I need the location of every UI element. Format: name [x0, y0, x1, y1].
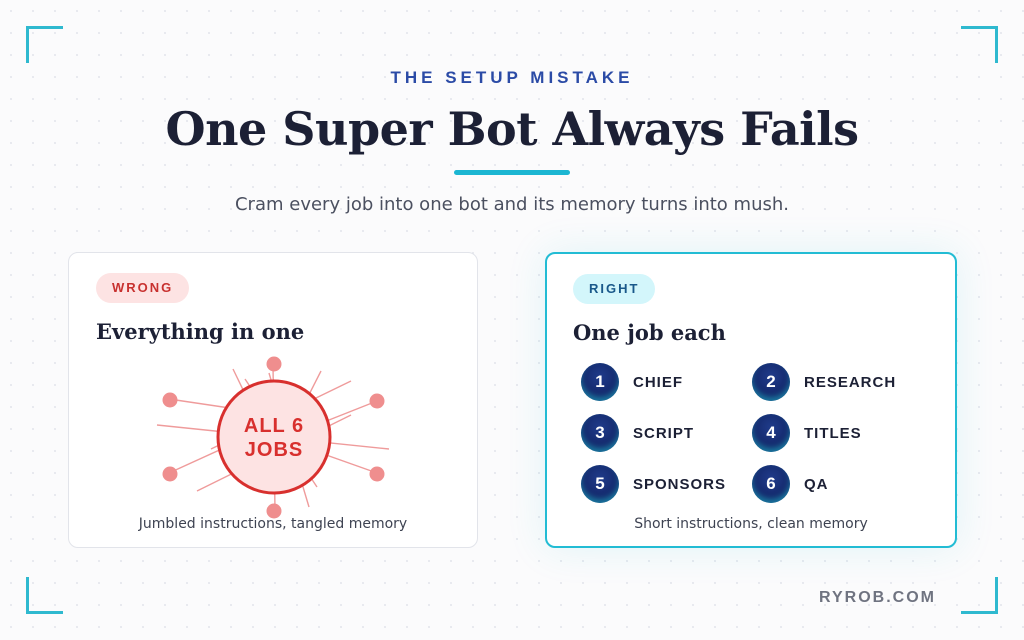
all-jobs-hub [216, 379, 332, 495]
hub-label-line2: JOBS [245, 439, 303, 461]
tangle-node [266, 356, 282, 372]
job-number-badge: 1 [581, 363, 619, 401]
job-number-badge: 6 [752, 465, 790, 503]
job-number-badge: 3 [581, 414, 619, 452]
job-number-badge: 5 [581, 465, 619, 503]
corner-bracket-bottom-left [26, 577, 63, 614]
job-label: RESEARCH [804, 373, 897, 391]
job-number-badge: 4 [752, 414, 790, 452]
tangle-node [369, 393, 385, 409]
eyebrow-label: THE SETUP MISTAKE [390, 68, 634, 87]
tangle-node [369, 466, 385, 482]
wrong-caption: Jumbled instructions, tangled memory [138, 516, 408, 532]
tangle-node [162, 466, 178, 482]
tangle-node [162, 392, 178, 408]
job-label: CHIEF [633, 373, 683, 391]
job-label: TITLES [804, 424, 862, 442]
right-card-heading: One job each [573, 320, 726, 345]
job-item-script: 3 SCRIPT [581, 414, 694, 452]
job-item-qa: 6 QA [752, 465, 829, 503]
hub-label-line1: ALL 6 [244, 415, 304, 437]
job-label: SCRIPT [633, 424, 695, 442]
job-item-titles: 4 TITLES [752, 414, 862, 452]
corner-bracket-top-left [26, 26, 63, 63]
tangled-diagram: ALL 6 JOBS [156, 356, 390, 519]
tangle-node [266, 503, 282, 519]
page-title: One Super Bot Always Fails [165, 102, 859, 156]
wrong-badge: WRONG [96, 273, 190, 303]
job-number-badge: 2 [752, 363, 790, 401]
job-label: QA [804, 475, 829, 493]
corner-bracket-top-right [961, 26, 998, 63]
corner-bracket-bottom-right [961, 577, 998, 614]
job-item-chief: 1 CHIEF [581, 363, 683, 401]
page-subtitle: Cram every job into one bot and its memo… [234, 194, 789, 215]
right-badge: RIGHT [573, 274, 656, 304]
tangle-nodes [162, 356, 385, 519]
right-caption: Short instructions, clean memory [634, 516, 868, 532]
job-item-sponsors: 5 SPONSORS [581, 465, 726, 503]
wrong-card: WRONG Everything in one ALL 6 JOBS [68, 252, 478, 548]
right-card: RIGHT One job each 1 CHIEF 2 RESEARCH 3 … [545, 252, 957, 548]
title-underline [454, 170, 570, 175]
wrong-card-heading: Everything in one [96, 319, 305, 344]
brand-wordmark: RYROB.COM [819, 589, 936, 606]
job-item-research: 2 RESEARCH [752, 363, 896, 401]
job-label: SPONSORS [633, 475, 727, 493]
